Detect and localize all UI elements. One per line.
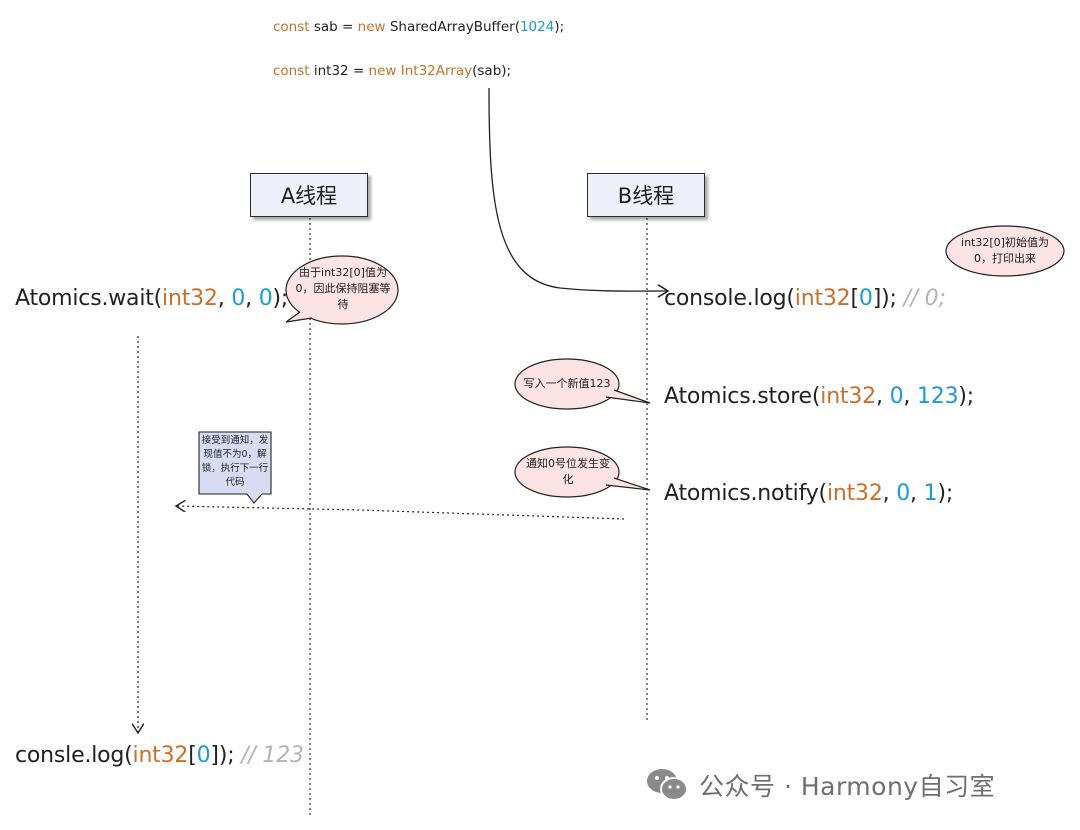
code-sep: , — [245, 286, 259, 311]
atomics-store-code: Atomics.store(int32, 0, 123); — [664, 384, 974, 409]
keyword-new: new — [368, 63, 397, 79]
code-number: 0 — [231, 286, 246, 311]
store-note-bubble — [514, 358, 651, 410]
code-end: ); — [881, 286, 904, 311]
keyword-new: new — [357, 19, 386, 35]
code-fn: consle.log( — [15, 743, 133, 768]
wait-note-text: 由于int32[0]值为0，因此保持阻塞等待 — [295, 266, 391, 311]
code-end: ); — [272, 286, 289, 311]
unlock-note-text: 接受到通知，发现值不为0，解锁，执行下一行代码 — [201, 435, 269, 488]
code-end: ); — [937, 481, 954, 506]
code-var: int32 — [794, 286, 851, 311]
code-bracket: ] — [210, 743, 219, 768]
console-log-a-code: consle.log(int32[0]); // 123 — [15, 743, 304, 768]
code-text: SharedArrayBuffer( — [385, 19, 520, 35]
code-sep: , — [217, 286, 232, 311]
log-note-bubble — [945, 225, 1065, 277]
code-number: 0 — [196, 743, 211, 768]
code-sep: , — [882, 481, 897, 506]
code-text: (sab); — [472, 63, 512, 79]
code-end: ); — [218, 743, 242, 768]
code-bracket: [ — [850, 286, 859, 311]
notify-note-bubble — [514, 446, 651, 498]
code-line-int32: const int32 = new Int32Array(sab); — [273, 63, 511, 79]
init-arrow — [488, 87, 668, 291]
code-bracket: ] — [872, 286, 882, 311]
code-var: int32 — [820, 384, 876, 409]
code-fn: Atomics.store( — [664, 384, 821, 409]
code-number: 0 — [258, 286, 273, 311]
code-number: 123 — [916, 384, 959, 409]
code-number: 0 — [858, 286, 873, 311]
code-var: int32 — [132, 743, 189, 768]
code-sep: , — [910, 481, 924, 506]
unlock-note-box — [198, 431, 272, 504]
code-fn: Atomics.notify( — [664, 481, 827, 506]
code-number: 1024 — [519, 19, 555, 35]
watermark-text: 公众号 · Harmony自习室 — [699, 772, 996, 801]
keyword-const: const — [273, 63, 310, 79]
code-number: 1 — [923, 481, 938, 506]
code-text: sab = — [309, 19, 358, 35]
code-class: Int32Array — [396, 63, 473, 79]
code-number: 0 — [889, 384, 904, 409]
thread-b-box: B线程 — [587, 173, 705, 217]
atomics-wait-code: Atomics.wait(int32, 0, 0); — [15, 286, 288, 311]
code-bracket: [ — [188, 743, 197, 768]
code-number: 0 — [896, 481, 911, 506]
code-text: ); — [554, 19, 565, 35]
watermark: 公众号 · Harmony自习室 — [645, 765, 995, 805]
notify-arrow — [176, 506, 625, 520]
console-log-b-code: console.log(int32[0]); // 0; — [664, 286, 946, 311]
code-text: int32 = — [309, 63, 369, 79]
thread-a-box: A线程 — [250, 173, 368, 217]
code-sep: , — [875, 384, 890, 409]
code-comment: // 123 — [241, 743, 304, 768]
atomics-notify-code: Atomics.notify(int32, 0, 1); — [664, 481, 953, 506]
code-end: ); — [958, 384, 974, 409]
keyword-const: const — [273, 19, 310, 35]
code-var: int32 — [162, 286, 218, 311]
notify-note-text: 通知0号位发生变化 — [526, 457, 610, 486]
code-sep: , — [903, 384, 917, 409]
code-fn: console.log( — [664, 286, 795, 311]
log-note-text: int32[0]初始值为0，打印出来 — [961, 236, 1049, 265]
thread-a-label: A线程 — [280, 184, 338, 208]
wechat-icon — [647, 769, 688, 801]
store-note-text: 写入一个新值123 — [523, 377, 611, 390]
thread-b-label: B线程 — [617, 184, 675, 208]
code-comment: // 0; — [903, 286, 946, 311]
wait-note-bubble — [285, 255, 399, 325]
code-line-sab: const sab = new SharedArrayBuffer(1024); — [273, 19, 564, 35]
code-fn: Atomics.wait( — [15, 286, 163, 311]
code-var: int32 — [826, 481, 883, 506]
